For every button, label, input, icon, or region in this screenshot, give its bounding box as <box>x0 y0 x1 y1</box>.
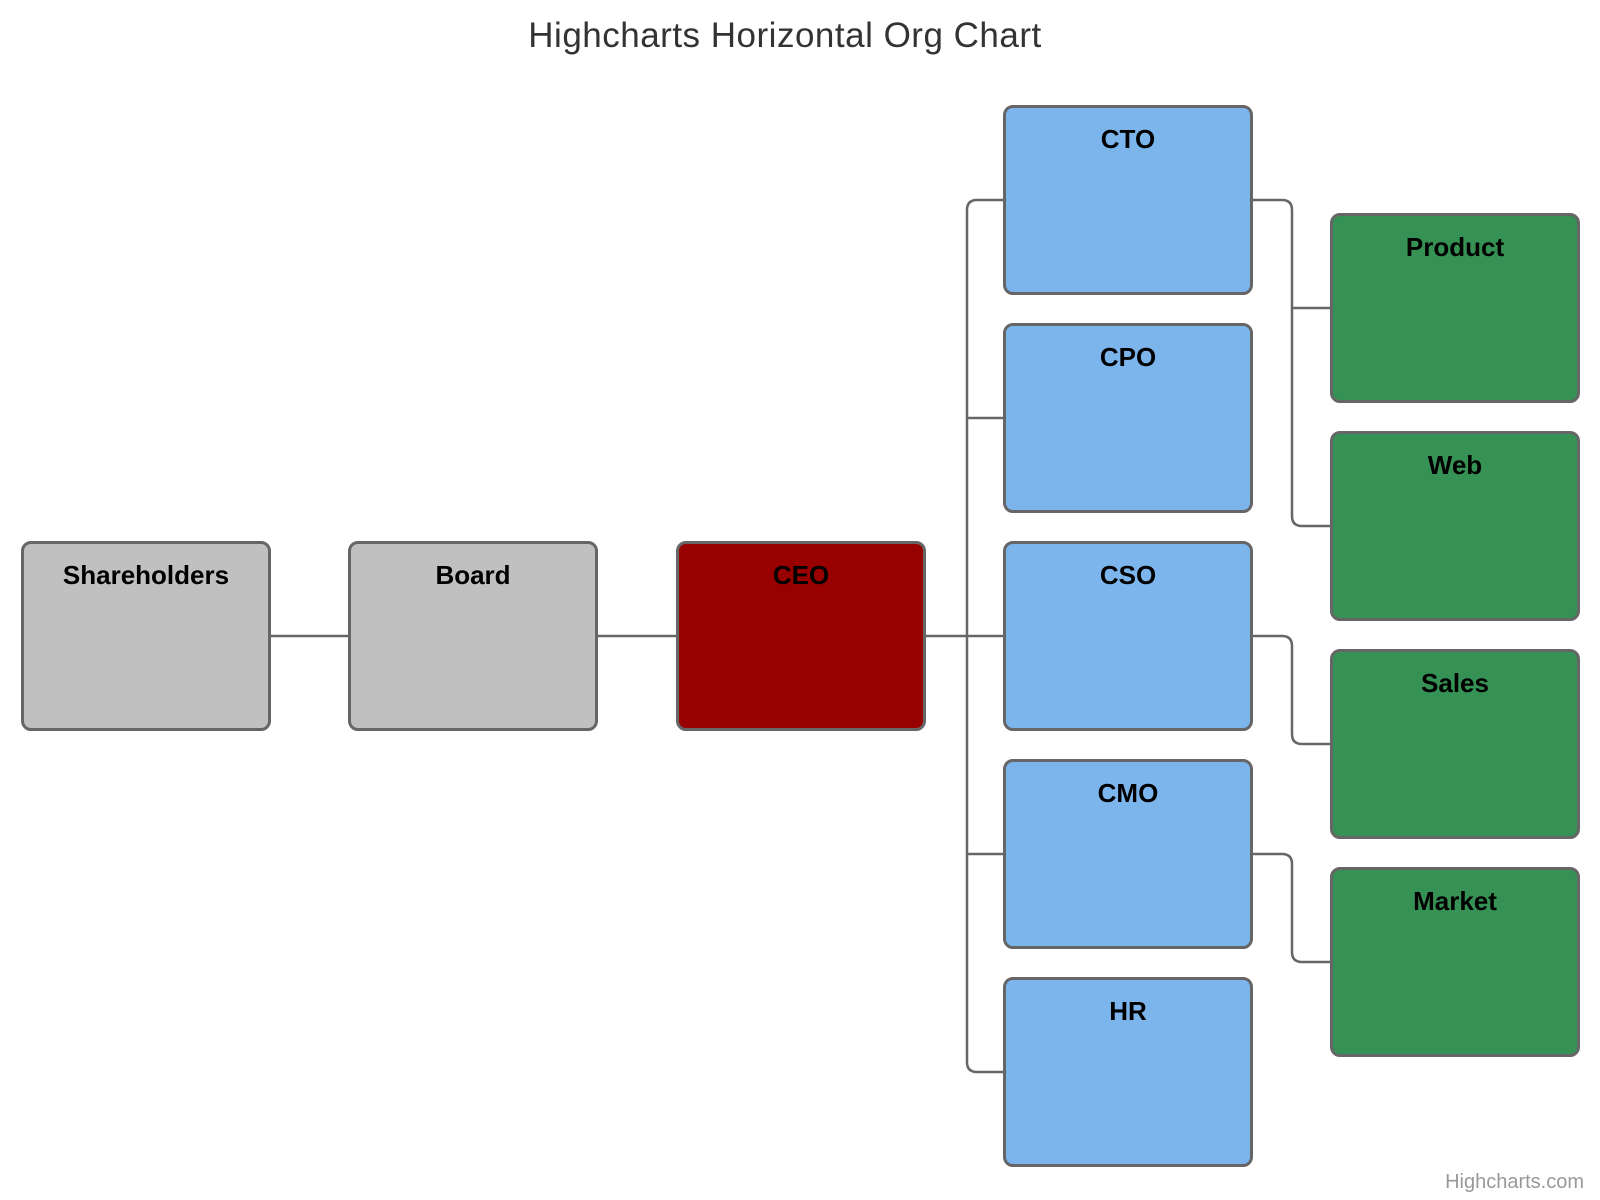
chart-title: Highcharts Horizontal Org Chart <box>528 16 1042 55</box>
node-cto[interactable]: CTO <box>1003 105 1253 295</box>
node-cpo-label: CPO <box>1099 342 1157 372</box>
node-market[interactable]: Market <box>1330 867 1580 1057</box>
link-cto-web <box>1253 198 1330 528</box>
node-cso-label: CSO <box>1099 560 1157 590</box>
node-cpo[interactable]: CPO <box>1003 323 1253 513</box>
link-cmo-market <box>1253 852 1330 964</box>
node-cmo-label: CMO <box>1097 778 1159 808</box>
node-sales[interactable]: Sales <box>1330 649 1580 839</box>
node-product[interactable]: Product <box>1330 213 1580 403</box>
node-sales-label: Sales <box>1421 668 1489 698</box>
node-hr[interactable]: HR <box>1003 977 1253 1167</box>
link-ceo-trunk <box>965 198 1003 1074</box>
node-market-label: Market <box>1413 886 1497 916</box>
node-web-label: Web <box>1427 450 1483 480</box>
node-hr-label: HR <box>1109 996 1147 1026</box>
node-cto-label: CTO <box>1100 124 1156 154</box>
node-web[interactable]: Web <box>1330 431 1580 621</box>
node-board[interactable]: Board <box>348 541 598 731</box>
node-shareholders-label: Shareholders <box>62 560 230 590</box>
link-cso-sales <box>1253 634 1330 746</box>
node-board-label: Board <box>435 560 511 590</box>
node-ceo[interactable]: CEO <box>676 541 926 731</box>
node-cso[interactable]: CSO <box>1003 541 1253 731</box>
node-cmo[interactable]: CMO <box>1003 759 1253 949</box>
node-product-label: Product <box>1405 232 1505 262</box>
node-shareholders[interactable]: Shareholders <box>21 541 271 731</box>
node-ceo-label: CEO <box>772 560 830 590</box>
highcharts-credits-link[interactable]: Highcharts.com <box>1445 1171 1584 1193</box>
